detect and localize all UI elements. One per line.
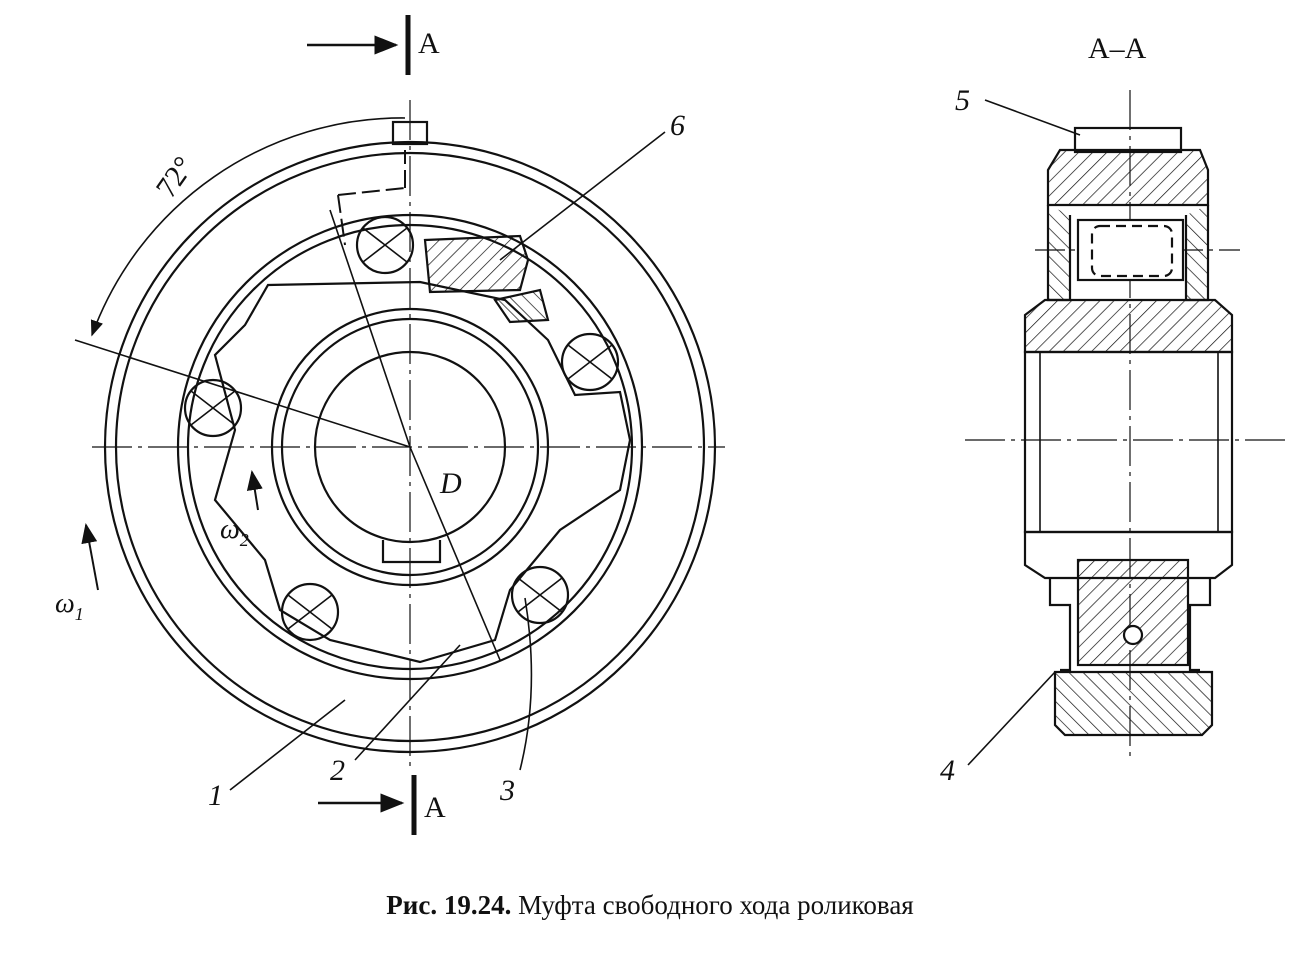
leader-4 — [967, 671, 1056, 766]
callout-1: 1 — [208, 779, 223, 812]
section-mark-top: A — [418, 27, 440, 60]
section-title: A–A — [1088, 32, 1147, 65]
caption-text: Муфта свободного хода роликовая — [518, 890, 914, 920]
section-cam-bottom — [1023, 530, 1234, 580]
section-roller-pocket-bottom — [1076, 558, 1190, 667]
spring-pusher — [423, 234, 550, 324]
callout-3: 3 — [499, 774, 515, 807]
roller-bottom-right — [510, 565, 570, 625]
callout-5: 5 — [955, 84, 970, 117]
roller-group — [183, 215, 620, 642]
keyway — [381, 540, 442, 564]
outer-ring-inner — [176, 213, 644, 681]
diameter-label: D — [439, 467, 462, 500]
roller-right — [560, 332, 620, 392]
section-outer-ring-bottom — [1053, 670, 1214, 737]
angle-arc — [90, 117, 406, 337]
section-side-plates-bottom — [1048, 578, 1212, 672]
top-key — [391, 120, 429, 146]
angle-label: 72° — [150, 151, 201, 204]
bore — [313, 350, 507, 544]
section-roller-pocket-top — [1076, 218, 1185, 282]
leader-1 — [229, 699, 346, 791]
cam-star — [213, 280, 632, 664]
section-labels: A–A 5 4 — [940, 32, 1147, 787]
roller-top — [355, 215, 415, 275]
leader-6 — [499, 131, 666, 261]
leader-2 — [354, 644, 461, 761]
section-outer-ring-top — [1046, 148, 1210, 207]
front-view — [74, 15, 725, 835]
section-mark-bottom: A — [424, 791, 446, 824]
front-labels: A A 72° D ω1 ω2 1 2 3 6 — [55, 27, 685, 824]
callout-4: 4 — [940, 754, 955, 787]
omega2-label: ω2 — [220, 514, 249, 550]
caption-number: Рис. 19.24. — [386, 890, 512, 920]
section-pin — [1122, 624, 1144, 646]
technical-drawing: A A 72° D ω1 ω2 1 2 3 6 — [55, 15, 1285, 835]
leader-5 — [984, 99, 1081, 136]
section-bore — [1023, 350, 1234, 534]
figure-caption: Рис. 19.24. Муфта свободного хода ролико… — [0, 890, 1300, 930]
diameter-line — [409, 446, 501, 661]
section-bracket — [337, 150, 406, 246]
radial-line-b — [74, 339, 411, 448]
outer-ring-bore — [186, 223, 634, 671]
omega1-arrow — [81, 523, 99, 591]
omega2-arrow — [246, 470, 263, 511]
hub-outer — [270, 307, 550, 587]
section-cam-top — [1023, 298, 1234, 354]
section-view — [965, 90, 1285, 766]
outer-ring-outer — [103, 140, 717, 754]
section-key — [1073, 126, 1183, 154]
radial-line-a — [329, 209, 411, 448]
leader-3 — [519, 597, 533, 771]
roller-left — [183, 378, 243, 438]
callout-2: 2 — [330, 754, 345, 787]
hub-inner — [280, 317, 540, 577]
omega1-label: ω1 — [55, 588, 84, 624]
callout-6: 6 — [670, 109, 685, 142]
section-roller-top — [1090, 224, 1174, 278]
outer-ring-second — [114, 151, 706, 743]
roller-bottom-left — [280, 582, 340, 642]
